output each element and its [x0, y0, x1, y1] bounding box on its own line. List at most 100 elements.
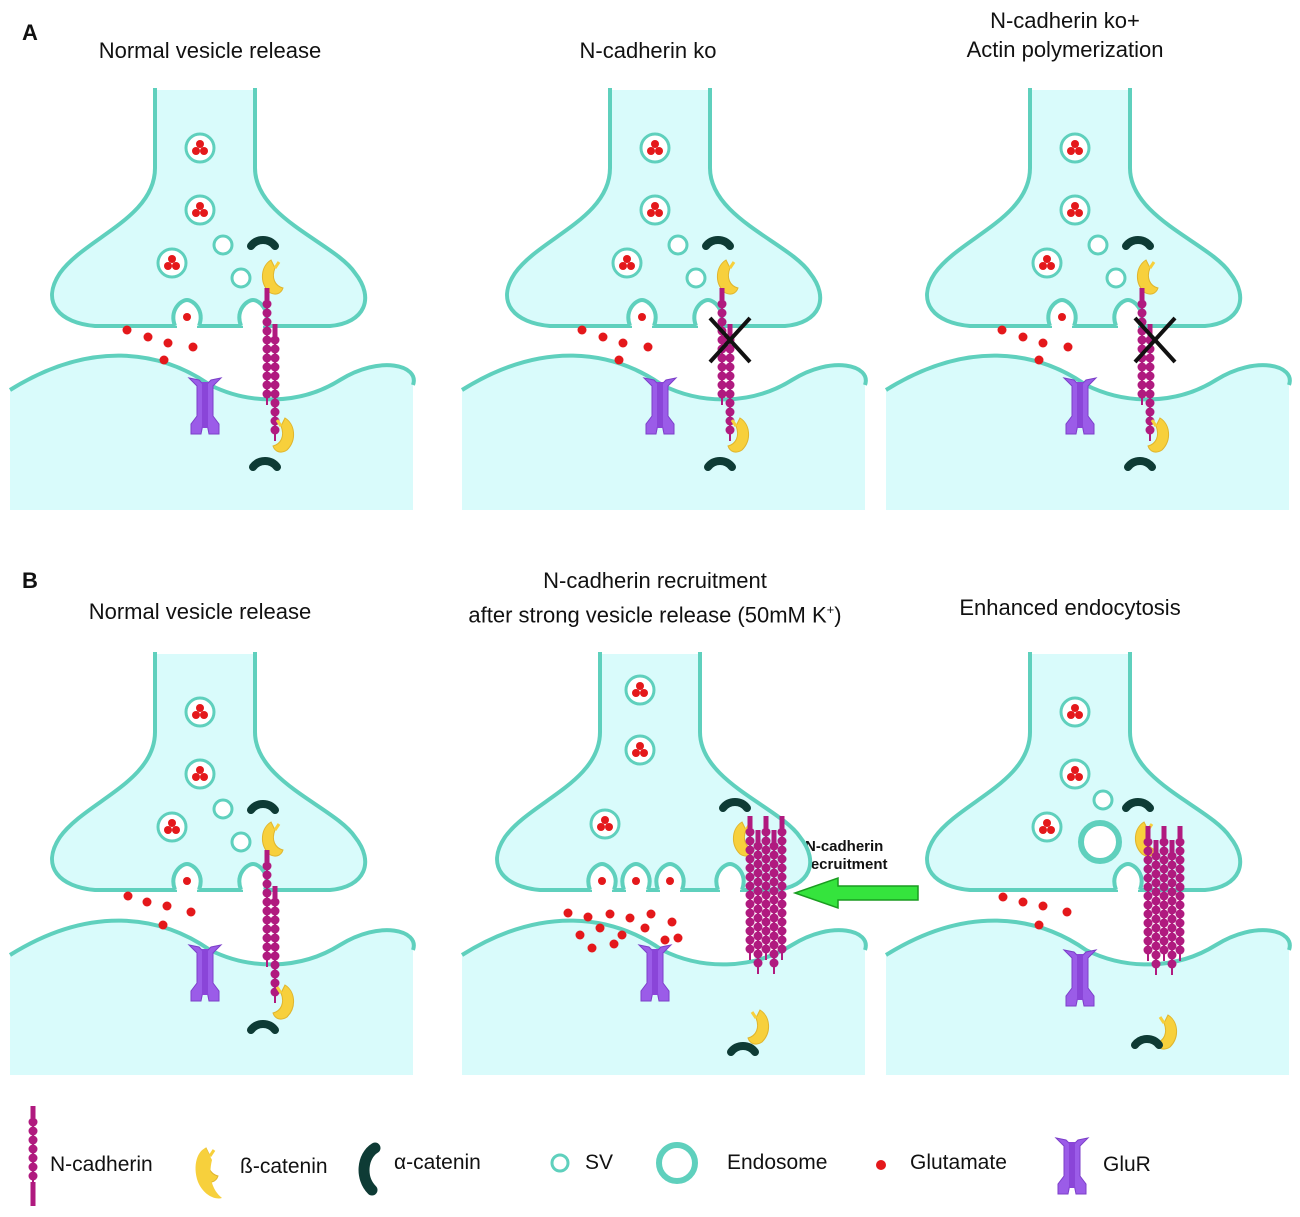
- glur-receptor: [1062, 949, 1098, 1007]
- legend-sv-icon: [550, 1153, 570, 1173]
- panel-a2-title: N-cadherin ko: [579, 38, 717, 63]
- alpha-catenin: [247, 800, 279, 814]
- knockout-x: [1133, 316, 1177, 364]
- beta-catenin: [1147, 417, 1169, 453]
- postsynaptic-membrane: [460, 353, 868, 402]
- ncadherin-cluster-strand: [1167, 840, 1177, 975]
- glutamate: [159, 355, 169, 365]
- endosome: [1078, 820, 1122, 864]
- alpha-catenin: [247, 236, 279, 250]
- alpha-catenin: [1124, 457, 1156, 471]
- released-glutamate: [640, 923, 650, 933]
- beta-catenin: [272, 417, 294, 453]
- glur-receptor: [1054, 1137, 1090, 1195]
- presynaptic-a2: [505, 84, 823, 329]
- alpha-catenin: [719, 798, 751, 812]
- ncadherin-cluster-strand: [753, 830, 763, 974]
- panel-b1-title: Normal vesicle release: [88, 599, 312, 624]
- panel-a1-title: Normal vesicle release: [98, 38, 322, 63]
- glutamate: [998, 892, 1008, 902]
- ncadherin-strand: [1137, 288, 1147, 405]
- released-glutamate: [660, 935, 670, 945]
- legend-glutamate-icon: [876, 1160, 886, 1170]
- fusion-pit: [237, 861, 269, 891]
- ncadherin-cluster-strand: [1143, 826, 1153, 961]
- ncadherin-strand: [262, 850, 272, 967]
- legend-sv-label: SV: [585, 1151, 614, 1174]
- legend-endosome-label: Endosome: [727, 1151, 828, 1174]
- glutamate: [997, 325, 1007, 335]
- glutamate: [1018, 897, 1028, 907]
- released-glutamate: [625, 913, 635, 923]
- legend-endosome-icon: [656, 1142, 698, 1184]
- alpha-catenin: [1131, 1035, 1163, 1049]
- empty-vesicle: [1087, 234, 1109, 256]
- postsynaptic-membrane: [884, 918, 1292, 967]
- glutamate: [158, 920, 168, 930]
- panel-a3-title: N-cadherin ko+ Actin polymerization: [966, 8, 1164, 62]
- glutamate: [122, 325, 132, 335]
- alpha-catenin: [247, 1020, 279, 1034]
- panel-b2-title-superscript: +: [826, 602, 835, 617]
- glutamate: [1062, 907, 1072, 917]
- beta-catenin: [272, 984, 294, 1020]
- released-glutamate: [609, 939, 619, 949]
- empty-vesicle: [1105, 267, 1127, 289]
- glutamate: [123, 891, 133, 901]
- legend-acatenin-icon: [358, 1142, 381, 1196]
- glutamate: [1018, 332, 1028, 342]
- released-glutamate: [575, 930, 585, 940]
- glutamate: [163, 338, 173, 348]
- presynaptic-b1: [50, 648, 368, 893]
- glur-receptor: [187, 944, 223, 1002]
- pit-glutamate: [1058, 313, 1066, 321]
- empty-vesicle: [685, 267, 707, 289]
- ncadherin-strand: [270, 886, 280, 1003]
- panel-b2-title-close: ): [834, 602, 842, 628]
- pit-glutamate: [183, 877, 191, 885]
- beta-catenin: [717, 259, 739, 295]
- presynaptic-a3: [925, 84, 1243, 329]
- glur-receptor: [642, 377, 678, 435]
- empty-vesicle: [230, 831, 252, 853]
- legend-glutamate-label: Glutamate: [910, 1151, 1007, 1174]
- ncadherin-cluster-strand: [761, 816, 771, 960]
- glur-receptor: [1062, 377, 1098, 435]
- glutamate: [598, 332, 608, 342]
- glutamate: [618, 338, 628, 348]
- pit-glutamate: [632, 877, 640, 885]
- glutamate: [1038, 901, 1048, 911]
- glutamate: [643, 342, 653, 352]
- empty-vesicle: [1092, 789, 1114, 811]
- glur-receptor: [187, 377, 223, 435]
- released-glutamate: [646, 909, 656, 919]
- postsynaptic-membrane: [460, 918, 868, 967]
- presynaptic-a1: [50, 84, 368, 329]
- recruitment-arrow-label: N-cadherin recruitment: [805, 838, 888, 873]
- postsynaptic-membrane: [8, 353, 416, 402]
- ncadherin-cluster-strand: [1159, 826, 1169, 961]
- released-glutamate: [673, 933, 683, 943]
- panel-a-letter: A: [22, 20, 38, 45]
- beta-catenin: [727, 417, 749, 453]
- glutamate: [162, 901, 172, 911]
- glutamate: [1038, 338, 1048, 348]
- fusion-pit: [1112, 861, 1144, 891]
- postsynaptic-membrane: [884, 353, 1292, 402]
- ncadherin-strand: [262, 288, 272, 405]
- glutamate: [142, 897, 152, 907]
- legend-bcatenin-label: ß-catenin: [240, 1155, 328, 1178]
- ncadherin-cluster-strand: [777, 816, 787, 960]
- released-glutamate: [595, 923, 605, 933]
- beta-catenin: [1137, 259, 1159, 295]
- ncadherin-cluster-strand: [769, 830, 779, 974]
- released-glutamate: [587, 943, 597, 953]
- released-glutamate: [583, 912, 593, 922]
- released-glutamate: [563, 908, 573, 918]
- alpha-catenin: [249, 457, 281, 471]
- empty-vesicle: [230, 267, 252, 289]
- pit-glutamate: [598, 877, 606, 885]
- beta-catenin: [262, 259, 284, 295]
- panel-b-letter: B: [22, 568, 38, 593]
